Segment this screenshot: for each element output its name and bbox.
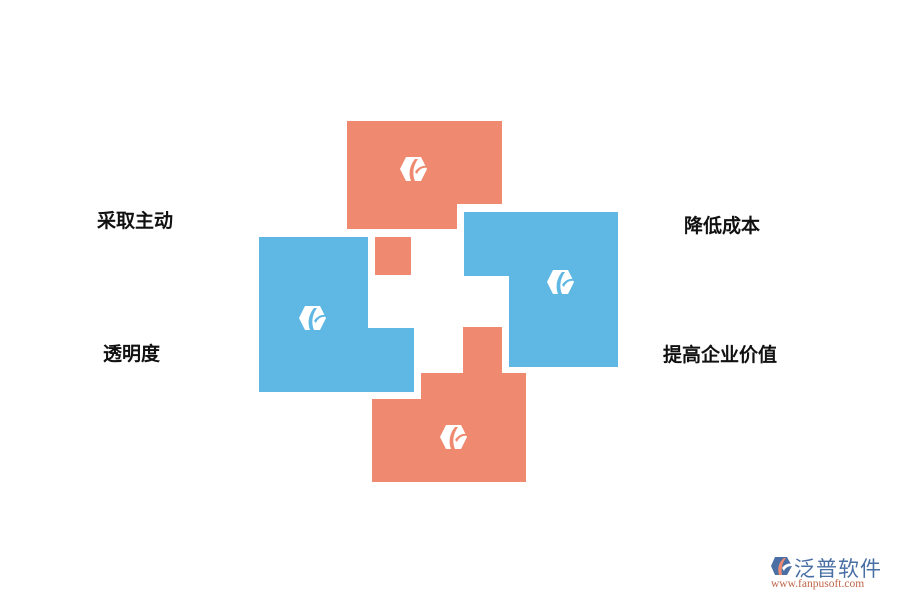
watermark-title: 泛普软件 <box>794 557 882 581</box>
left-blue-piece <box>259 237 414 392</box>
watermark-url: www.fanpusoft.com <box>771 578 865 590</box>
label-take-initiative: 采取主动 <box>97 210 174 232</box>
label-increase-value: 提高企业价值 <box>663 344 778 366</box>
label-transparency: 透明度 <box>103 343 161 365</box>
bottom-coral-piece <box>372 327 526 482</box>
top-coral-tab <box>375 237 411 275</box>
label-reduce-cost: 降低成本 <box>684 215 761 237</box>
top-coral-piece <box>347 121 502 275</box>
right-blue-piece <box>464 212 618 367</box>
watermark-logo-icon <box>771 557 792 575</box>
